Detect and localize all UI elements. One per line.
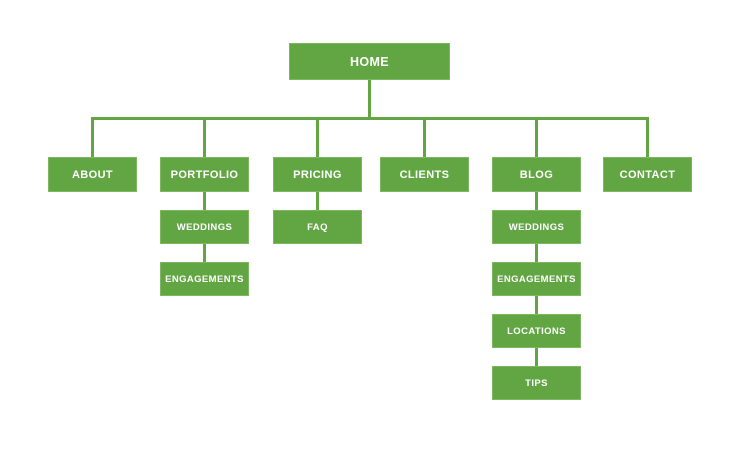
connector-weddings-to-engagements [203, 244, 206, 262]
node-blog-locations: LOCATIONS [492, 314, 581, 348]
connector-blog-to-weddings [535, 192, 538, 210]
node-portfolio-weddings: WEDDINGS [160, 210, 249, 244]
node-portfolio: PORTFOLIO [160, 157, 249, 192]
connector-portfolio-to-weddings [203, 192, 206, 210]
node-blog-engagements: ENGAGEMENTS [492, 262, 581, 296]
node-pricing-faq: FAQ [273, 210, 362, 244]
node-label: PRICING [293, 168, 342, 181]
connector-locations-to-tips [535, 348, 538, 366]
node-label: WEDDINGS [508, 221, 565, 233]
node-label: ABOUT [71, 168, 114, 181]
connector-home-to-bar [368, 80, 371, 119]
node-label: ENGAGEMENTS [497, 273, 576, 285]
connector-pricing-to-faq [316, 192, 319, 210]
connector-engagements-to-locations [535, 296, 538, 314]
node-label: BLOG [519, 168, 554, 181]
node-label: CONTACT [619, 168, 676, 181]
connector-weddings-to-engagements-blog [535, 244, 538, 262]
connector-bar-to-blog [535, 118, 538, 157]
node-label: CLIENTS [399, 168, 450, 181]
node-label: TIPS [525, 377, 548, 389]
node-portfolio-engagements: ENGAGEMENTS [160, 262, 249, 296]
node-label: WEDDINGS [176, 221, 233, 233]
node-label: FAQ [307, 221, 328, 233]
connector-bar-to-pricing [316, 118, 319, 157]
node-contact: CONTACT [603, 157, 692, 192]
node-label: HOME [349, 54, 390, 69]
node-clients: CLIENTS [380, 157, 469, 192]
node-blog-weddings: WEDDINGS [492, 210, 581, 244]
node-label: LOCATIONS [507, 325, 566, 337]
node-label: PORTFOLIO [170, 168, 239, 181]
node-blog-tips: TIPS [492, 366, 581, 400]
node-blog: BLOG [492, 157, 581, 192]
connector-bar-to-portfolio [203, 118, 206, 157]
connector-bar-to-clients [423, 118, 426, 157]
connector-bar-to-contact [646, 118, 649, 157]
node-about: ABOUT [48, 157, 137, 192]
node-pricing: PRICING [273, 157, 362, 192]
node-home: HOME [289, 43, 450, 80]
connector-bar-to-about [91, 118, 94, 157]
connector-horizontal-bar [91, 117, 649, 120]
node-label: ENGAGEMENTS [165, 273, 244, 285]
